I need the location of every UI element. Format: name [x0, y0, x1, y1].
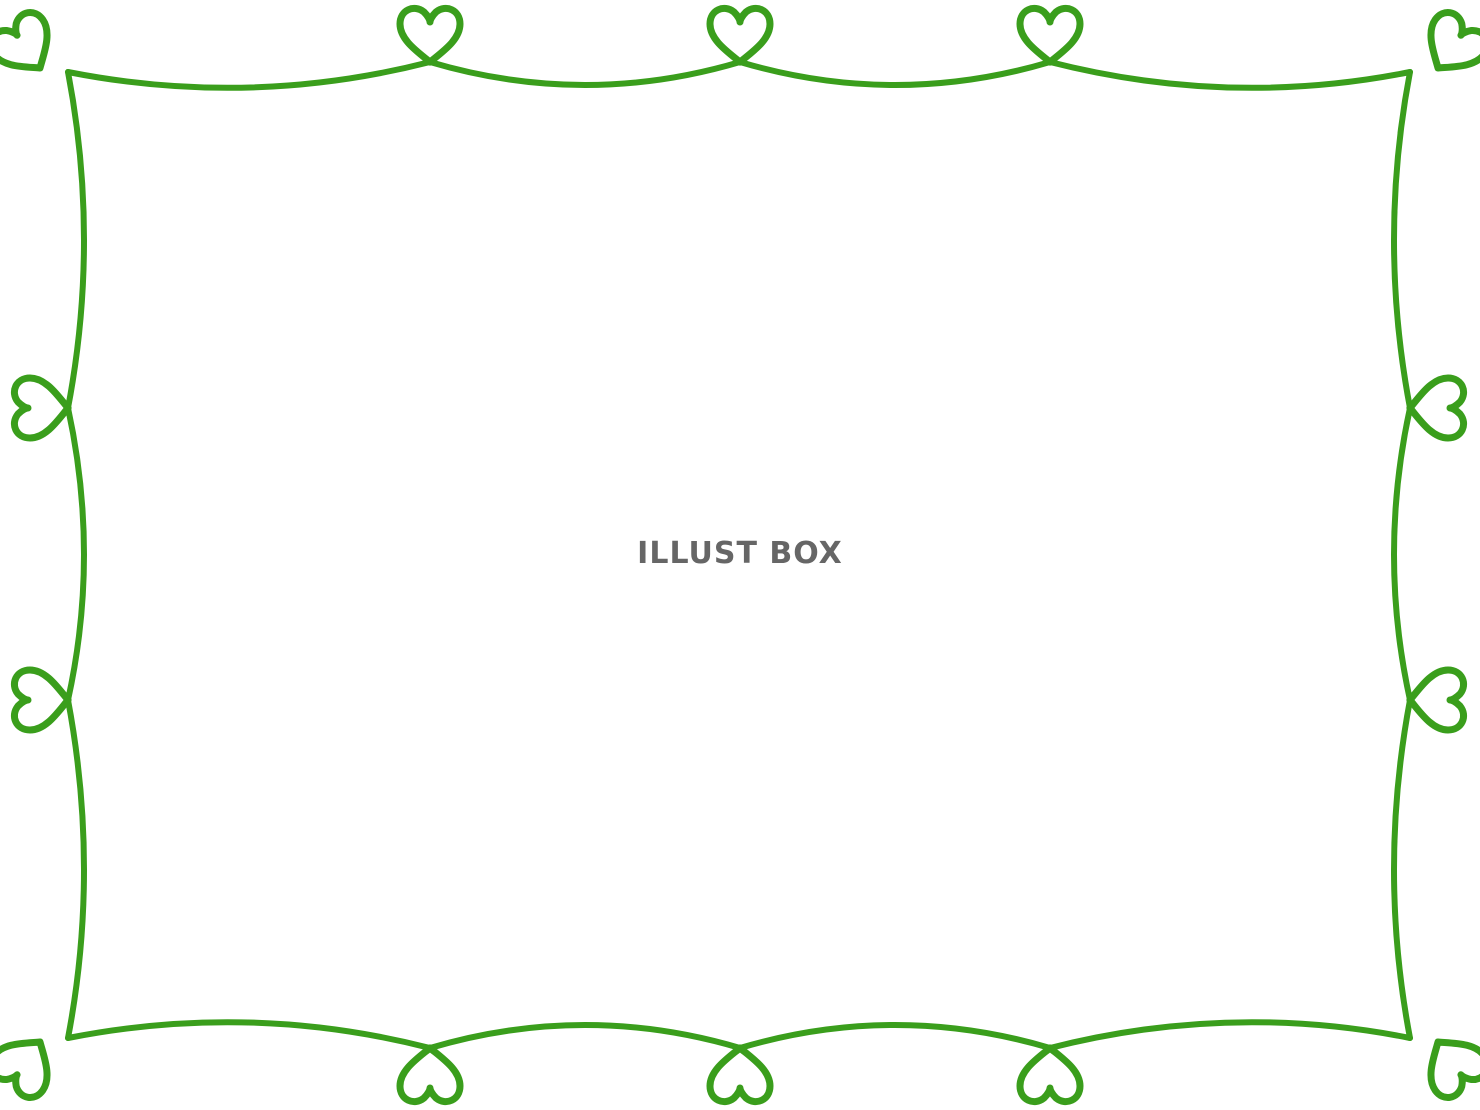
heart-loop-icon — [0, 7, 65, 85]
heart-loop-icon — [400, 1048, 460, 1102]
heart-loop-icon — [710, 1048, 770, 1102]
heart-loop-icon — [1020, 1048, 1080, 1102]
heart-loop-icon — [1410, 670, 1464, 730]
heart-loop-icon — [400, 8, 460, 62]
heart-loop-icon — [0, 1025, 65, 1103]
heart-loop-icon — [710, 8, 770, 62]
heart-loop-icon — [1413, 1025, 1480, 1103]
heart-loop-icon — [14, 670, 68, 730]
heart-loop-icon — [1413, 7, 1480, 85]
heart-loop-icon — [1020, 8, 1080, 62]
heart-loop-icon — [1410, 378, 1464, 438]
heart-loop-icon — [14, 378, 68, 438]
watermark-text: ILLUST BOX — [637, 536, 843, 571]
